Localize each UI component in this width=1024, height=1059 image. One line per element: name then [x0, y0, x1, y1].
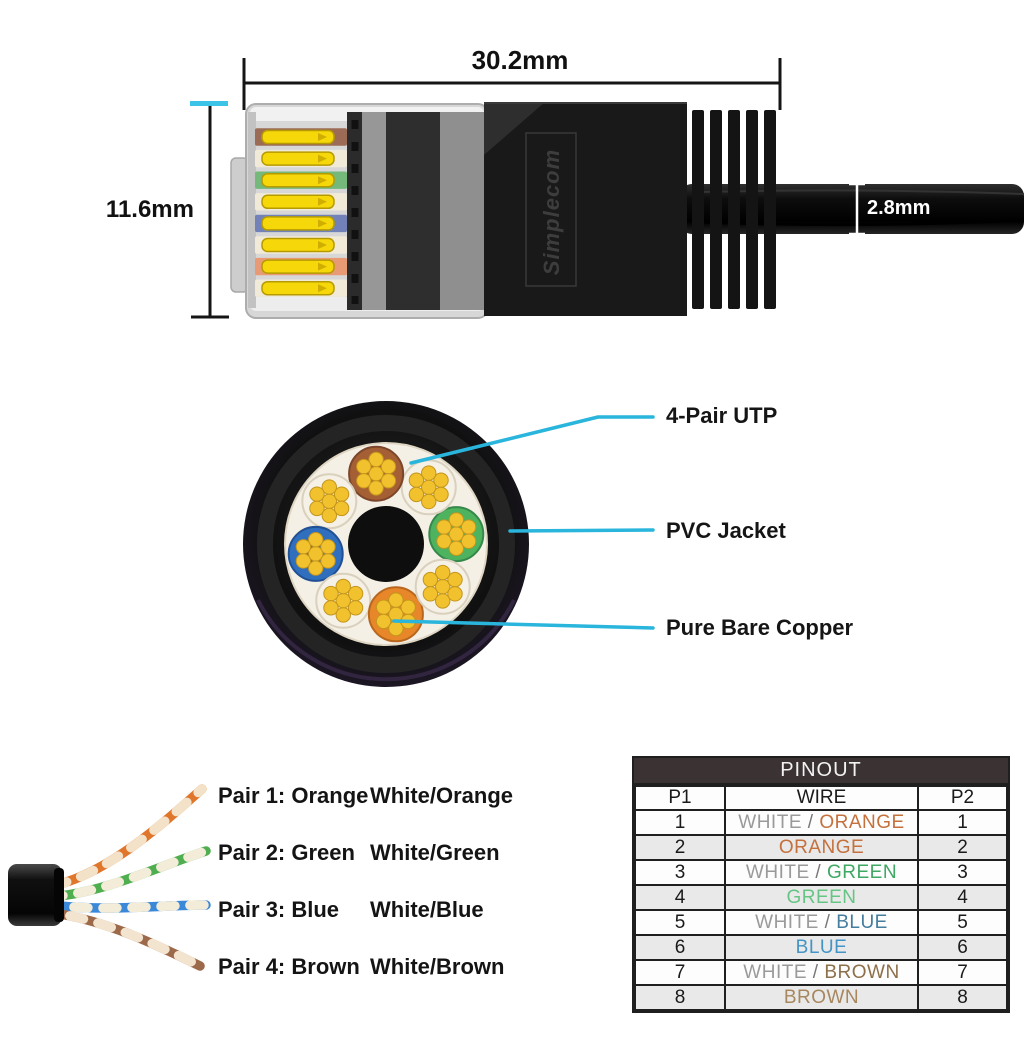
pair-1-mate-label: White/Orange	[370, 783, 514, 808]
wire-color-text: /	[809, 861, 827, 883]
callout-4-pair-utp: 4-Pair UTP	[666, 403, 778, 428]
cable-diameter-dimension	[849, 182, 865, 236]
callout-pvc-jacket: PVC Jacket	[666, 518, 786, 543]
pinout-cell-p1: 1	[634, 809, 726, 836]
pair-legend-row-1: Pair 1: Orange White/Orange	[218, 783, 558, 815]
pinout-cell-p2: 5	[917, 909, 1008, 936]
wire-color-text: BLUE	[795, 936, 848, 958]
wire-color-text: WHITE	[743, 961, 808, 983]
wire-color-text: WHITE	[755, 911, 819, 933]
cable-diameter-dimension-label: 2.8mm	[867, 197, 931, 219]
cross-section-illustration	[243, 401, 529, 687]
pinout-cell-wire: BLUE	[724, 934, 919, 961]
pinout-cell-wire: WHITE / ORANGE	[724, 809, 919, 836]
pair-legend-row-4: Pair 4: Brown White/Brown	[218, 954, 558, 986]
pinout-cell-p1: 7	[634, 959, 726, 986]
wire-color-text: /	[818, 911, 837, 933]
pair-4-mate-label: White/Brown	[370, 954, 505, 979]
pinout-cell-p2: 6	[917, 934, 1008, 961]
pinout-row-4: 4 GREEN 4	[634, 884, 1008, 911]
pinout-cell-p1: 5	[634, 909, 726, 936]
callout-lines	[392, 415, 655, 630]
dimension-lines	[191, 58, 782, 319]
wire-color-text: ORANGE	[819, 811, 905, 833]
pinout-row-8: 8 BROWN 8	[634, 984, 1008, 1011]
pinout-cell-p2: 8	[917, 984, 1008, 1011]
accent-tick	[190, 101, 228, 106]
wire-color-text: WHITE	[745, 861, 810, 883]
wire-color-text: BLUE	[836, 911, 888, 933]
connector-width-dimension-label: 30.2mm	[471, 45, 569, 75]
pinout-cell-p2: 7	[917, 959, 1008, 986]
pinout-cell-p2: 1	[917, 809, 1008, 836]
pair-legend-row-2: Pair 2: Green White/Green	[218, 840, 558, 872]
pinout-row-2: 2 ORANGE 2	[634, 834, 1008, 861]
pair-1-label: Pair 1: Orange	[218, 783, 369, 808]
pinout-cell-p1: 2	[634, 834, 726, 861]
pinout-header-p1: P1	[634, 785, 726, 811]
pinout-cell-p2: 4	[917, 884, 1008, 911]
twisted-pairs-illustration	[8, 784, 211, 971]
pinout-cell-wire: WHITE / GREEN	[724, 859, 919, 886]
pair-2-label: Pair 2: Green	[218, 840, 355, 865]
pinout-row-6: 6 BLUE 6	[634, 934, 1008, 961]
pinout-cell-p1: 6	[634, 934, 726, 961]
pinout-header-wire: WIRE	[724, 785, 919, 811]
pair-4-label: Pair 4: Brown	[218, 954, 360, 979]
callout-pure-bare-copper: Pure Bare Copper	[666, 615, 854, 640]
connector-height-dimension-label: 11.6mm	[105, 196, 194, 223]
wire-color-text: /	[807, 961, 825, 983]
pinout-header-p2: P2	[917, 785, 1008, 811]
pinout-cell-wire: BROWN	[724, 984, 919, 1011]
pair-3-label: Pair 3: Blue	[218, 897, 340, 922]
wire-color-text: GREEN	[786, 886, 857, 908]
brand-logo: Simplecom	[539, 148, 564, 276]
wire-color-text: BROWN	[824, 961, 900, 983]
pinout-header-row: P1 WIRE P2	[634, 785, 1008, 811]
wire-color-text: GREEN	[826, 861, 898, 883]
pinout-cell-p2: 2	[917, 834, 1008, 861]
wire-color-text: WHITE	[738, 811, 802, 833]
pinout-cell-wire: ORANGE	[724, 834, 919, 861]
pinout-cell-p1: 8	[634, 984, 726, 1011]
pair-legend-row-3: Pair 3: Blue White/Blue	[218, 897, 558, 929]
pair-3-mate-label: White/Blue	[370, 897, 484, 922]
pinout-cell-p1: 4	[634, 884, 726, 911]
rj45-connector-illustration	[230, 102, 1024, 319]
wire-color-text: /	[802, 811, 820, 833]
pinout-cell-p2: 3	[917, 859, 1008, 886]
pinout-title: PINOUT	[634, 758, 1008, 785]
pair-2-mate-label: White/Green	[370, 840, 500, 865]
wire-color-text: ORANGE	[778, 836, 865, 858]
wire-color-text: BROWN	[783, 986, 860, 1008]
pinout-cell-wire: WHITE / BLUE	[724, 909, 919, 936]
pinout-cell-p1: 3	[634, 859, 726, 886]
pinout-cell-wire: WHITE / BROWN	[724, 959, 919, 986]
pinout-cell-wire: GREEN	[724, 884, 919, 911]
